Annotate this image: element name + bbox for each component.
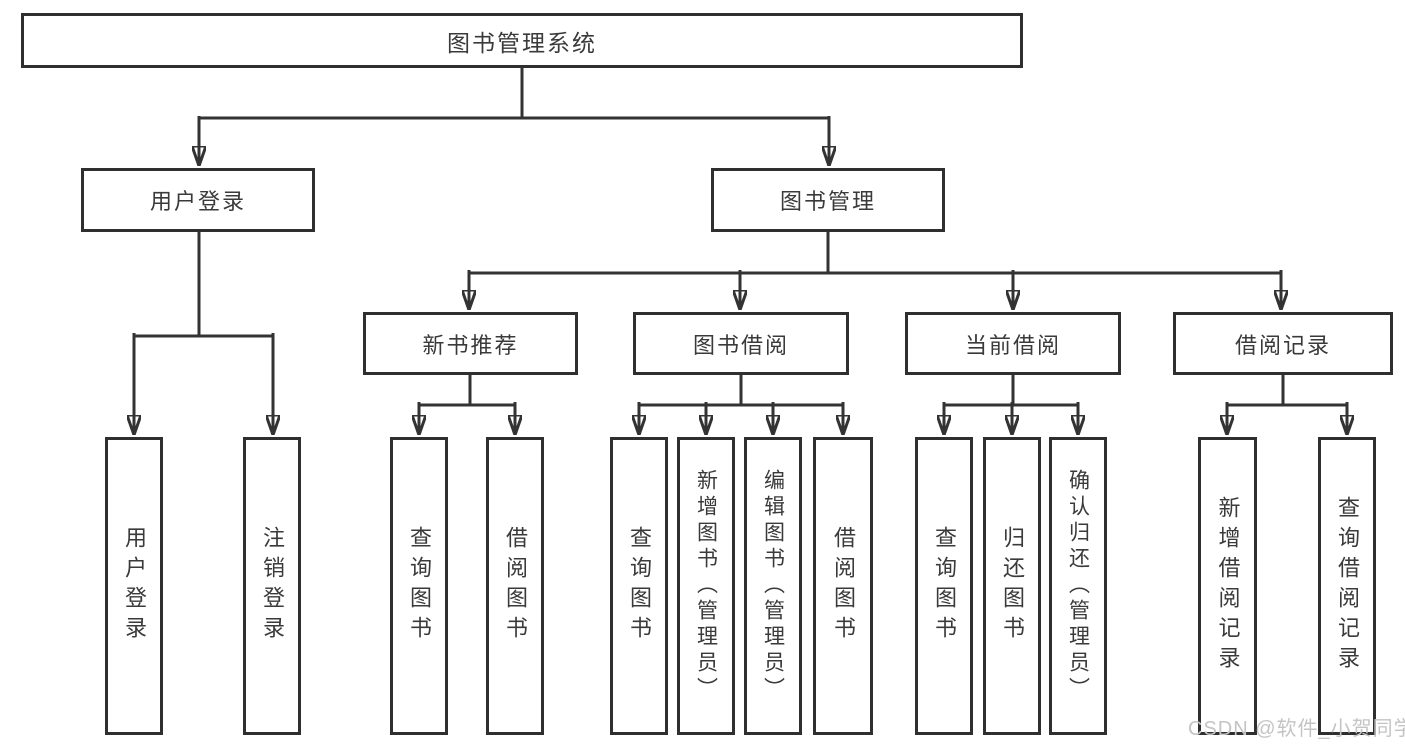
leaf-logout: 注销登录 xyxy=(243,437,301,735)
node-new-book-recommendation: 新书推荐 xyxy=(363,312,578,375)
node-borrowing-records: 借阅记录 xyxy=(1173,312,1393,375)
node-label: 图书管理 xyxy=(779,189,876,214)
leaf-bb-edit-books-admin: 编辑图书（管理员） xyxy=(744,437,802,735)
node-label: 借阅图书 xyxy=(831,526,856,646)
leaf-bb-add-books-admin: 新增图书（管理员） xyxy=(677,437,735,735)
leaf-nbr-query-books: 查询图书 xyxy=(390,437,448,735)
node-book-management: 图书管理 xyxy=(711,168,945,232)
node-label: 查询图书 xyxy=(932,526,957,646)
node-current-borrowing: 当前借阅 xyxy=(905,312,1121,375)
node-label: 新增借阅记录 xyxy=(1215,496,1241,676)
node-label: 图书借阅 xyxy=(692,332,789,358)
leaf-nbr-borrow-books: 借阅图书 xyxy=(486,437,544,735)
leaf-bb-query-books: 查询图书 xyxy=(610,437,668,735)
node-label: 用户登录 xyxy=(149,189,246,214)
node-label: 确认归还（管理员） xyxy=(1066,469,1090,703)
leaf-cb-confirm-return-admin: 确认归还（管理员） xyxy=(1049,437,1107,735)
node-label: 注销登录 xyxy=(260,526,285,646)
csdn-watermark: CSDN @软件_小贺同学 xyxy=(1188,718,1405,740)
node-label: 新书推荐 xyxy=(422,332,519,358)
node-label: 查询图书 xyxy=(627,526,652,646)
leaf-br-add-record: 新增借阅记录 xyxy=(1198,437,1257,735)
node-label: 查询借阅记录 xyxy=(1335,496,1360,676)
leaf-user-login: 用户登录 xyxy=(105,437,163,735)
node-user-login: 用户登录 xyxy=(81,168,315,232)
leaf-cb-query-books: 查询图书 xyxy=(915,437,973,735)
node-label: 当前借阅 xyxy=(964,332,1061,358)
node-label: 图书管理系统 xyxy=(447,29,597,56)
node-label: 归还图书 xyxy=(1000,526,1025,646)
node-label: 用户登录 xyxy=(122,526,147,646)
node-library-management-system: 图书管理系统 xyxy=(21,13,1023,68)
leaf-bb-borrow-books: 借阅图书 xyxy=(813,437,873,735)
node-book-borrowing: 图书借阅 xyxy=(633,312,849,375)
node-label: 借阅记录 xyxy=(1234,332,1331,358)
leaf-br-query-record: 查询借阅记录 xyxy=(1318,437,1376,735)
node-label: 编辑图书（管理员） xyxy=(761,469,785,703)
node-label: 借阅图书 xyxy=(503,526,528,646)
leaf-cb-return-books: 归还图书 xyxy=(983,437,1041,735)
node-label: 新增图书（管理员） xyxy=(694,469,718,703)
node-label: 查询图书 xyxy=(407,526,432,646)
